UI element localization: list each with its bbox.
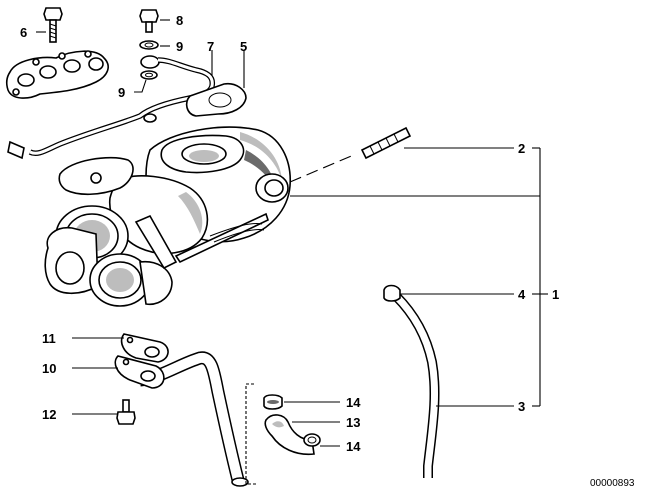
callout-13: 13 bbox=[346, 415, 360, 430]
callout-7: 7 bbox=[207, 39, 214, 54]
fitting-4 bbox=[383, 284, 401, 302]
clamp-14-lower bbox=[303, 433, 321, 447]
washer-9-lower bbox=[140, 70, 158, 80]
gasket-11 bbox=[120, 333, 169, 363]
bolt-6 bbox=[43, 7, 63, 43]
washer-9-upper bbox=[139, 40, 159, 50]
callout-14-lower: 14 bbox=[346, 439, 361, 454]
callout-2: 2 bbox=[518, 141, 525, 156]
manifold-gasket bbox=[5, 50, 109, 99]
callout-labels: 6 8 9 7 5 9 2 4 1 3 11 10 12 14 13 14 bbox=[20, 13, 559, 454]
turbocharger bbox=[44, 126, 291, 307]
stud-2 bbox=[360, 126, 412, 160]
callout-14-upper: 14 bbox=[346, 395, 361, 410]
banjo-bolt-8 bbox=[139, 9, 159, 33]
callout-1: 1 bbox=[552, 287, 559, 302]
callout-12: 12 bbox=[42, 407, 56, 422]
hose-13 bbox=[264, 414, 315, 456]
callout-4: 4 bbox=[518, 287, 526, 302]
callout-11: 11 bbox=[42, 331, 56, 346]
gasket-5 bbox=[185, 82, 247, 117]
callout-9-lower: 9 bbox=[118, 85, 125, 100]
callout-10: 10 bbox=[42, 361, 56, 376]
callout-9-upper: 9 bbox=[176, 39, 183, 54]
image-number: 00000893 bbox=[590, 478, 635, 489]
leader-lines bbox=[36, 19, 548, 485]
bolt-12 bbox=[116, 399, 136, 425]
callout-6: 6 bbox=[20, 25, 27, 40]
clamp-14-upper bbox=[263, 394, 283, 410]
callout-3: 3 bbox=[518, 399, 525, 414]
flange-10 bbox=[114, 355, 165, 389]
callout-5: 5 bbox=[240, 39, 247, 54]
callout-8: 8 bbox=[176, 13, 183, 28]
hose-3 bbox=[392, 292, 440, 478]
oil-return-pipe bbox=[139, 351, 249, 487]
